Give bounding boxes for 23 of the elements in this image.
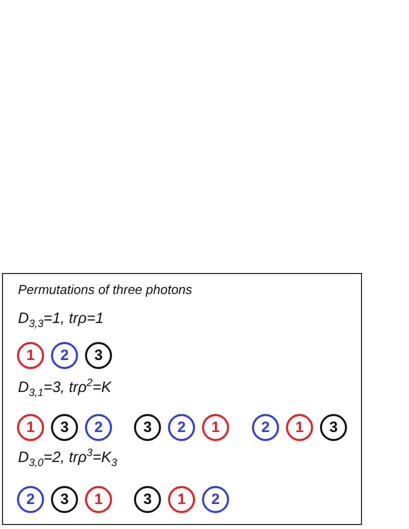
numbered-circle: 1	[17, 342, 44, 369]
numbered-circle: 2	[252, 414, 279, 441]
numbered-circle: 1	[168, 486, 195, 513]
numbered-circle: 3	[134, 414, 161, 441]
numbered-circle: 1	[202, 414, 229, 441]
formula-heading: D$_{3,3}$=1, trρ=1	[18, 310, 104, 331]
numbered-circle: 1	[85, 486, 112, 513]
numbered-circle: 2	[17, 486, 44, 513]
formula-heading: D$_{3,1}$=3, trρ$^{2}$=K	[18, 377, 112, 400]
numbered-circle: 1	[286, 414, 313, 441]
numbered-circle: 1	[17, 414, 44, 441]
numbered-circle: 2	[85, 414, 112, 441]
panel-frame	[2, 273, 362, 525]
numbered-circle: 3	[51, 414, 78, 441]
numbered-circle: 3	[51, 486, 78, 513]
numbered-circle: 2	[168, 414, 195, 441]
numbered-circle: 3	[134, 486, 161, 513]
numbered-circle: 2	[51, 342, 78, 369]
formula-heading: D$_{3,0}$=2, trρ$^{3}$=K$_{3}$	[18, 447, 118, 470]
numbered-circle: 3	[320, 414, 347, 441]
numbered-circle: 2	[202, 486, 229, 513]
panel-heading: Permutations of three photons	[18, 282, 192, 298]
numbered-circle: 3	[85, 342, 112, 369]
